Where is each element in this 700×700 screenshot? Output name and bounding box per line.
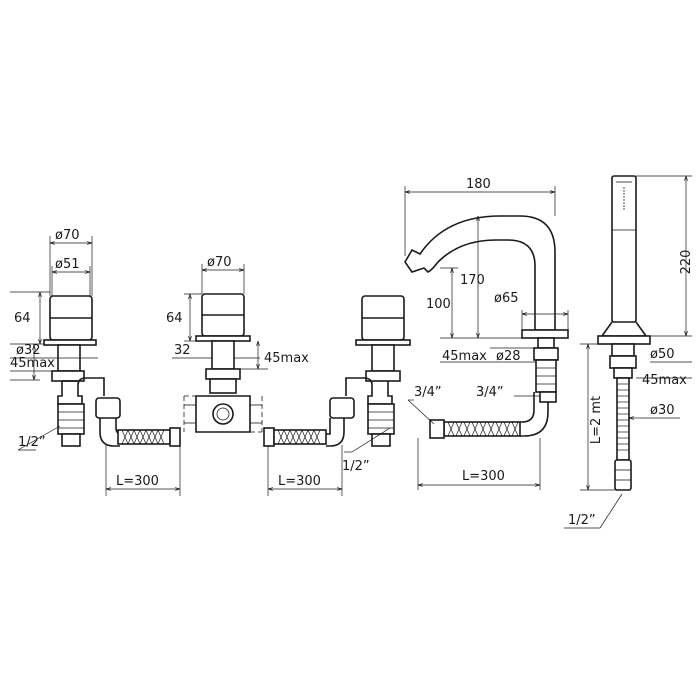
spout-reach-label: 180 xyxy=(466,177,491,192)
spout-thread-in-label: 3/4” xyxy=(414,385,442,400)
center-hose-label: L=300 xyxy=(278,474,321,489)
left-max-depth-label: 45max xyxy=(10,356,55,371)
spout-d-stem-label: ø28 xyxy=(496,349,521,364)
left-thread-label: 1/2” xyxy=(18,435,46,450)
center-d-stem-label: 32 xyxy=(174,343,191,358)
left-hose-label: L=300 xyxy=(116,474,159,489)
left-height-label: 64 xyxy=(14,311,31,326)
shower-d-base-label: ø50 xyxy=(650,347,675,362)
spout-thread-out-label: 3/4” xyxy=(476,385,504,400)
center-height-label: 64 xyxy=(166,311,183,326)
hand-shower: 220 ø50 45max ø30 L=2 mt 1/2” xyxy=(564,175,694,529)
center-max-depth-label: 45max xyxy=(264,351,309,366)
left-d-body-label: ø51 xyxy=(55,257,80,272)
shower-thread-label: 1/2” xyxy=(568,513,596,528)
right-thread-label: 1/2” xyxy=(342,459,370,474)
spout-hose-label: L=300 xyxy=(462,469,505,484)
spout: 180 170 100 ø65 45max ø28 3/4” 3/4” L=30… xyxy=(404,177,569,490)
left-valve: ø70 ø51 64 ø32 45max 1/2” L=300 xyxy=(10,228,181,496)
shower-hose-length-label: L=2 mt xyxy=(589,396,604,444)
shower-d-hose-label: ø30 xyxy=(650,403,675,418)
left-d-top-label: ø70 xyxy=(55,228,80,243)
shower-max-depth-label: 45max xyxy=(642,373,687,388)
center-valve: ø70 64 32 45max L=300 xyxy=(166,255,345,496)
spout-height-total-label: 170 xyxy=(460,273,485,288)
shower-height-label: 220 xyxy=(679,250,694,275)
spout-max-depth-label: 45max xyxy=(442,349,487,364)
shower-nozzle-holes xyxy=(623,187,625,210)
right-valve: 1/2” xyxy=(329,295,411,474)
spout-d-base-label: ø65 xyxy=(494,291,519,306)
center-d-top-label: ø70 xyxy=(207,255,232,270)
spout-height-outlet-label: 100 xyxy=(426,297,451,312)
